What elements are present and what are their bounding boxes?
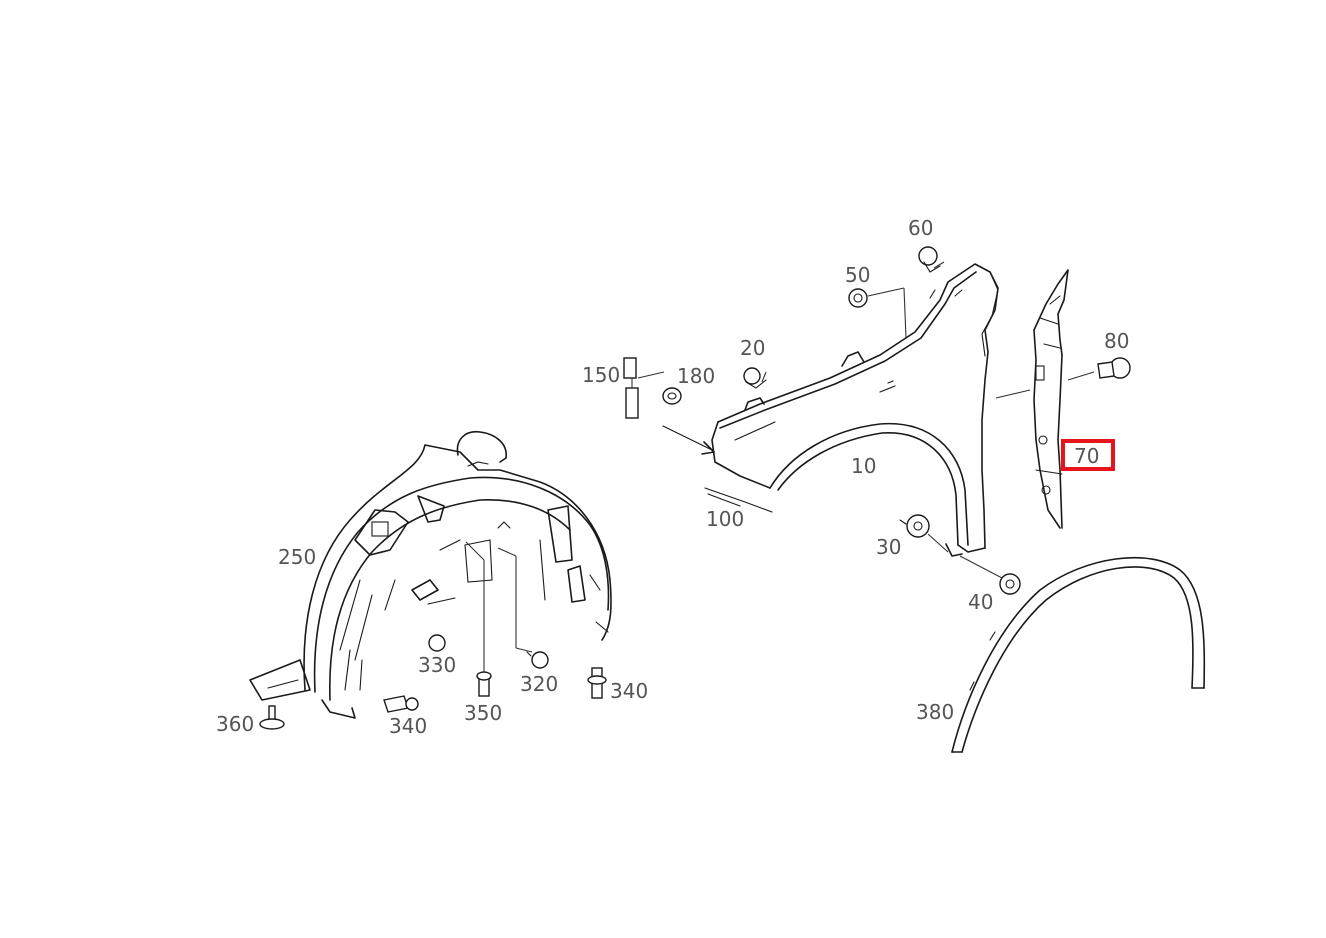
clip-part-60 [918,246,945,273]
callout-360[interactable]: 360 [216,712,254,736]
clip-part-150 [623,357,665,419]
nut-part-50 [848,287,907,339]
callout-380[interactable]: 380 [916,700,954,724]
callout-70-highlight [1061,439,1115,471]
callout-250[interactable]: 250 [278,545,316,569]
callout-10[interactable]: 10 [851,454,876,478]
callout-100[interactable]: 100 [706,507,744,531]
arch-trim-part-380 [951,556,1206,753]
callout-50[interactable]: 50 [845,263,870,287]
bracket-part-70 [1033,269,1069,529]
callout-340-left[interactable]: 340 [389,714,427,738]
clip-part-20 [743,367,767,389]
grommet-part-180 [662,387,682,405]
fender-part-10 [711,263,999,557]
nut-part-320 [497,547,549,669]
leader-70 [995,389,1031,399]
clip-part-80 [1067,357,1131,381]
callout-350[interactable]: 350 [464,701,502,725]
screw-part-340-left [383,695,419,713]
callout-330[interactable]: 330 [418,653,456,677]
callout-40[interactable]: 40 [968,590,993,614]
callout-30[interactable]: 30 [876,535,901,559]
screw-part-360 [259,705,285,730]
callout-150[interactable]: 150 [582,363,620,387]
callout-20[interactable]: 20 [740,336,765,360]
nut-part-330 [428,634,446,652]
screw-part-350 [465,541,492,697]
callout-320[interactable]: 320 [520,672,558,696]
callout-60[interactable]: 60 [908,216,933,240]
callout-180[interactable]: 180 [677,364,715,388]
screw-part-340-right [587,667,607,699]
trim-part-100 [704,487,773,513]
callout-70[interactable]: 70 [1074,444,1099,468]
callout-340-right[interactable]: 340 [610,679,648,703]
clip-part-30 [899,514,949,553]
callout-80[interactable]: 80 [1104,329,1129,353]
nut-part-40 [959,555,1021,595]
arrow-pointer [662,425,715,455]
wheel-liner-part-250 [249,430,612,719]
